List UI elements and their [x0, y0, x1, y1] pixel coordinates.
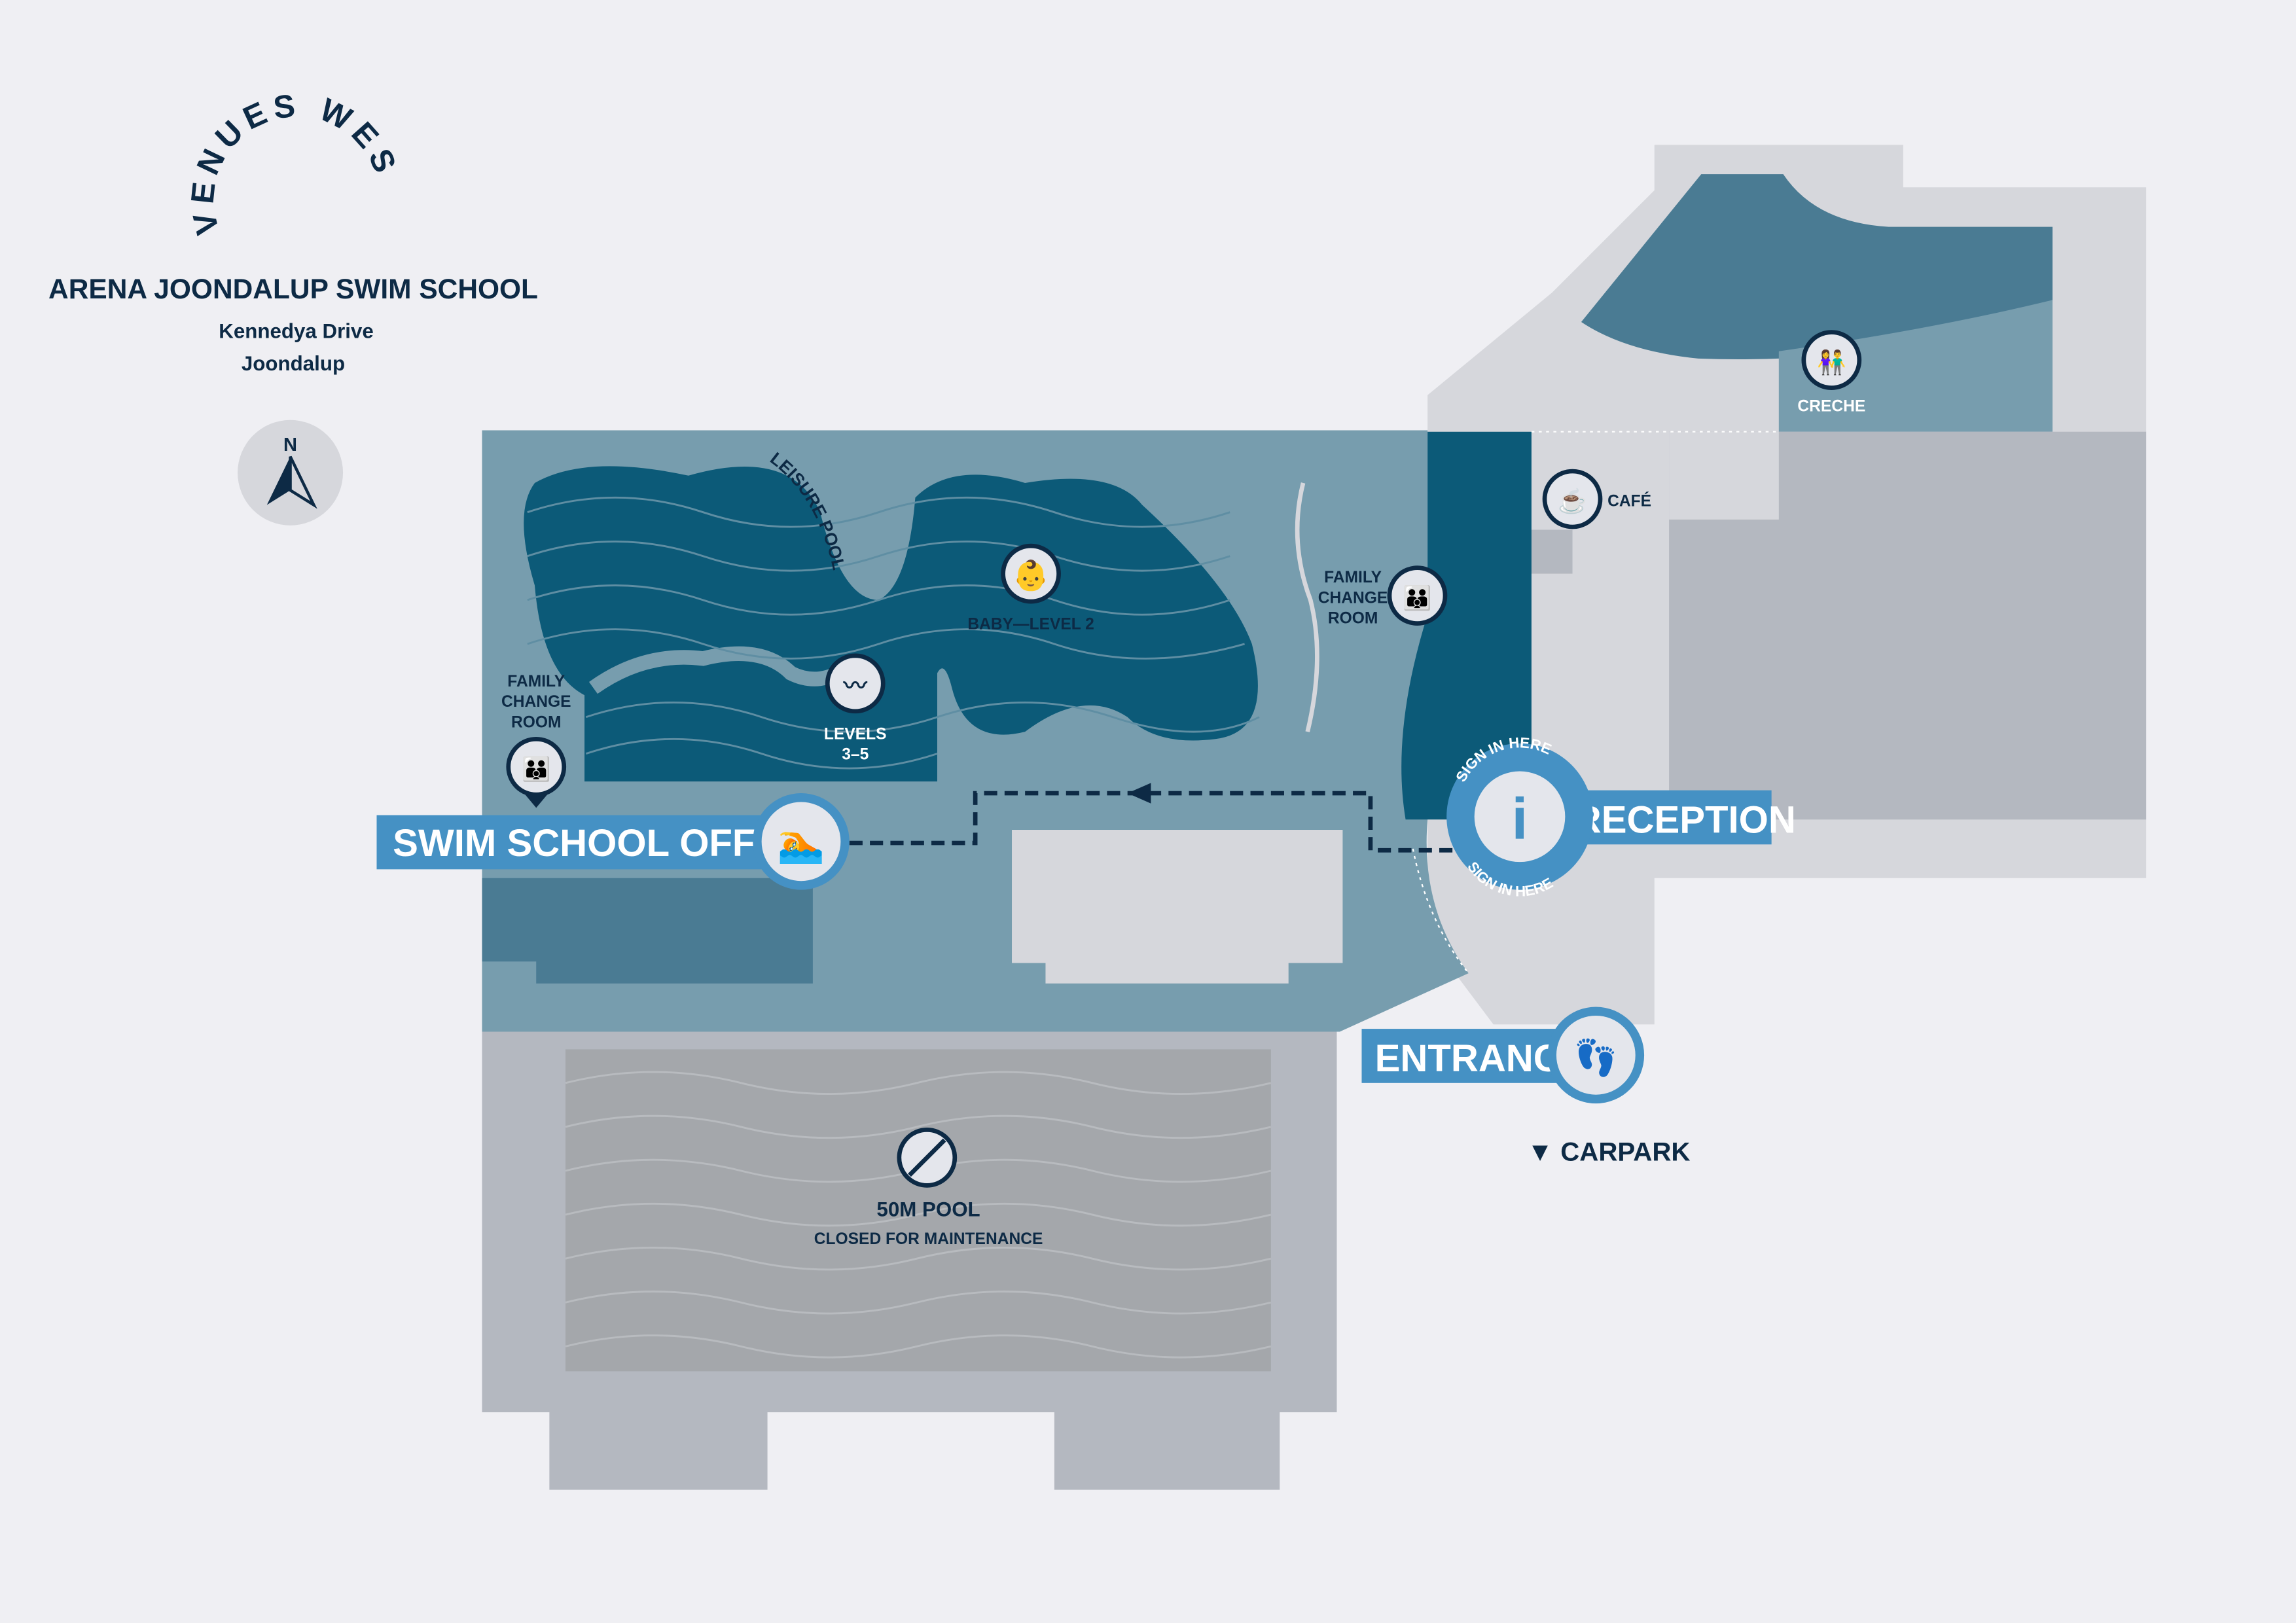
cafe-marker[interactable]: ☕	[1542, 469, 1603, 529]
children-icon: 👫	[1817, 349, 1846, 376]
footprints-icon: 👣	[1574, 1037, 1618, 1079]
levels-range-label: 3–5	[842, 746, 869, 764]
info-icon: i	[1512, 785, 1528, 851]
family-change-right-label: ROOM	[1328, 610, 1378, 628]
family-icon: 👪	[522, 755, 551, 782]
family-change-left-label: FAMILY	[507, 673, 565, 690]
swim-school-office-marker[interactable]: SWIM SCHOOL OFFICE 🏊	[376, 793, 850, 890]
pool-50m	[565, 1049, 1271, 1372]
svg-text:VENUES WEST: VENUES WEST	[0, 0, 405, 238]
swimmer-icon: 🏊	[778, 822, 825, 865]
coffee-cup-icon: ☕	[1558, 487, 1587, 514]
leisure-pool	[524, 466, 1258, 782]
leisure-pool-waves	[527, 496, 1260, 770]
pool-50m-status: CLOSED FOR MAINTENANCE	[814, 1230, 1043, 1248]
baby-level-label: BABY—LEVEL 2	[967, 616, 1094, 633]
levels-marker[interactable]: 〰	[825, 653, 886, 714]
baby-marker[interactable]: 👶	[1001, 543, 1061, 604]
storage-block	[1012, 829, 1343, 984]
route-path	[849, 791, 1457, 853]
family-change-left-marker[interactable]: 👪	[506, 736, 567, 808]
reception-corridor	[1401, 431, 1532, 820]
venues-west-logo: VENUES WEST	[0, 0, 405, 238]
cafe-label: CAFÉ	[1607, 492, 1651, 510]
reception-label: RECEPTION	[1574, 798, 1796, 841]
family-change-right-label: CHANGE	[1318, 589, 1388, 607]
entrance-marker[interactable]: ENTRANCE 👣	[1361, 1007, 1645, 1104]
creche-pool	[1581, 174, 2053, 359]
page-title: ARENA JOONDALUP SWIM SCHOOL	[48, 274, 538, 305]
closed-marker	[897, 1128, 958, 1188]
address-line1: Kennedya Drive	[219, 320, 374, 343]
swimmer-icon: 〰	[843, 673, 868, 699]
swim-school-office-room	[482, 878, 813, 984]
svg-text:N: N	[283, 435, 297, 455]
hallway	[1669, 431, 1779, 520]
reception-marker[interactable]: RECEPTION i SIGN IN HERE SIGN IN HERE	[1446, 734, 1796, 899]
carpark-label[interactable]: ▼ CARPARK	[1527, 1137, 1690, 1166]
family-change-right-label: FAMILY	[1324, 569, 1382, 586]
creche-marker[interactable]: 👫	[1801, 330, 1862, 390]
no-entry-icon	[908, 1138, 946, 1177]
levels-label: LEVELS	[824, 725, 887, 743]
swim-school-office-label: SWIM SCHOOL OFFICE	[393, 822, 819, 865]
baby-icon: 👶	[1013, 558, 1049, 592]
pool-50m-label: 50M POOL	[876, 1198, 980, 1221]
creche-room	[1778, 300, 2053, 432]
family-change-left-label: ROOM	[511, 713, 561, 731]
route-arrow	[1127, 783, 1151, 804]
family-change-left-label: CHANGE	[501, 693, 571, 711]
compass: N	[238, 419, 344, 526]
creche-label: CRECHE	[1797, 397, 1865, 415]
partition	[1295, 482, 1319, 732]
family-icon: 👪	[1403, 584, 1432, 611]
address-line2: Joondalup	[242, 352, 345, 375]
family-change-right-marker[interactable]: 👪	[1387, 565, 1448, 626]
